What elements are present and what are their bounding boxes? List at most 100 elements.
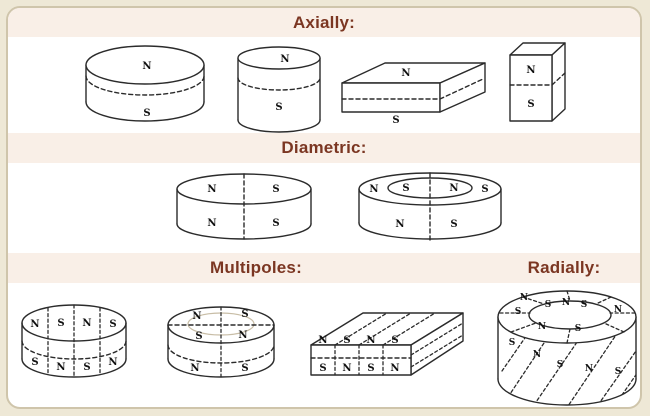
- pole-label: N: [366, 335, 375, 346]
- pole-label: S: [109, 319, 116, 330]
- pole-label: N: [318, 335, 327, 346]
- slab-pole-boundary-dashed-side: [439, 78, 484, 100]
- diametric-disc-magnet: N S N S: [174, 172, 314, 251]
- annulus-spoke-dashed: [603, 322, 625, 333]
- row-diametric-magnets: N S N S N S N S N: [8, 163, 640, 253]
- pole-label: S: [143, 108, 150, 119]
- pole-label: N: [207, 184, 216, 195]
- section-title-radially: Radially:: [527, 258, 601, 277]
- pole-label: S: [83, 362, 90, 373]
- pole-label: N: [533, 350, 541, 360]
- slab-right-face: [439, 62, 486, 113]
- pole-label: N: [56, 362, 65, 373]
- disc-bottom-arc: [85, 101, 205, 122]
- pole-label: N: [108, 357, 117, 368]
- pole-label: S: [581, 300, 588, 310]
- pole-label: S: [343, 335, 350, 346]
- pole-label: S: [615, 367, 622, 377]
- pole-label: N: [614, 305, 622, 315]
- cylinder-top-face: [237, 46, 321, 70]
- cylinder-bottom-arc: [237, 119, 321, 133]
- pole-label: N: [538, 322, 546, 332]
- cylinder-pole-boundary-dashed: [237, 77, 321, 91]
- pole-label: S: [272, 218, 279, 229]
- side-stripe-dashed: [565, 334, 617, 405]
- annulus-spoke-dashed: [522, 296, 545, 305]
- pole-label: N: [390, 363, 399, 374]
- multipole-disc-magnet: N S N S S N S N: [19, 303, 129, 392]
- block-right-face: [551, 42, 566, 122]
- multipole-ring-disc-figure: N S S N N S: [167, 306, 275, 378]
- pole-label: S: [545, 300, 552, 310]
- radial-ring-magnet: N S S N S N N S S N S N S: [494, 287, 640, 407]
- axial-cylinder-magnet: N S: [235, 46, 323, 139]
- multipole-ring-disc-magnet: N S S N N S: [165, 305, 277, 392]
- annulus-spoke-dashed: [595, 296, 612, 305]
- axial-block-figure: N S: [509, 42, 566, 122]
- disc-pole-boundary-dashed: [85, 75, 205, 96]
- row-axial-magnets: N S N S: [8, 37, 640, 133]
- annulus-spoke-dashed: [510, 322, 537, 333]
- pole-label: N: [82, 318, 91, 329]
- pole-label: S: [509, 338, 516, 348]
- diagram-panel: Axially: N S: [6, 6, 642, 409]
- diametric-ring-figure: N S N S N S: [358, 172, 502, 242]
- side-stripe-dashed: [410, 322, 464, 356]
- disc-top-face: [85, 45, 205, 85]
- pole-label: S: [319, 363, 326, 374]
- multipole-disc-figure: N S N S S N S N: [21, 304, 127, 378]
- axial-disc-figure: N S: [85, 45, 205, 122]
- side-stripe-dashed: [533, 328, 587, 405]
- diametric-disc-figure: N S N S: [176, 173, 312, 240]
- pole-label: S: [241, 363, 248, 374]
- section-title-axially: Axially:: [292, 12, 356, 32]
- pole-label: N: [369, 184, 378, 195]
- side-stripe-dashed: [410, 334, 464, 368]
- side-stripe-dashed: [621, 368, 636, 396]
- section-title-diametric: Diametric:: [281, 138, 367, 157]
- pole-label: N: [526, 65, 535, 76]
- block-front-face: [509, 54, 553, 122]
- side-stripe-dashed: [507, 324, 557, 398]
- cylinder-bottom-arc: [497, 378, 637, 406]
- axial-block-magnet: N S: [507, 40, 569, 131]
- multipole-block-figure: N S N S S N S N: [310, 312, 464, 376]
- slab-front-face: [341, 82, 441, 113]
- pole-label: S: [195, 331, 202, 342]
- pole-label: N: [342, 363, 351, 374]
- pole-label: S: [31, 357, 38, 368]
- mid-boundary-dashed: [167, 344, 275, 364]
- top-stripe-dashed: [334, 312, 388, 346]
- pole-label: N: [142, 61, 151, 72]
- pole-label: S: [391, 335, 398, 346]
- pole-label: N: [562, 298, 570, 308]
- mid-boundary-dashed: [21, 340, 127, 360]
- section-header-diametric: Diametric:: [8, 133, 640, 163]
- pole-label: S: [392, 115, 399, 125]
- radial-ring-figure: N S S N S N N S S N S N S: [497, 290, 637, 406]
- disc-bottom-arc: [21, 358, 127, 378]
- section-title-multipoles: Multipoles:: [210, 258, 302, 277]
- pole-label: S: [557, 360, 564, 370]
- section-header-multipoles-radially: Multipoles: Radially:: [8, 253, 640, 283]
- pole-label: N: [401, 68, 410, 79]
- pole-label: S: [575, 324, 582, 334]
- block-front-face: [310, 344, 412, 376]
- pole-label: N: [207, 218, 216, 229]
- pole-label: S: [527, 99, 534, 110]
- pole-label: N: [449, 183, 458, 194]
- pole-label: S: [450, 219, 457, 230]
- row-multipole-radial-magnets: N S N S S N S N: [8, 283, 640, 407]
- pole-label: S: [481, 184, 488, 195]
- pole-label: S: [241, 309, 248, 320]
- diametric-ring-magnet: N S N S N S: [356, 171, 504, 252]
- annulus-spoke-dashed: [566, 328, 571, 344]
- annulus-spokes-group: [499, 290, 636, 344]
- pole-label: N: [585, 364, 593, 374]
- axial-cylinder-figure: N S: [237, 46, 321, 133]
- pole-label: S: [275, 102, 282, 113]
- section-header-axially: Axially:: [8, 8, 640, 37]
- pole-label: N: [192, 311, 201, 322]
- side-stripe-dashed: [597, 350, 636, 405]
